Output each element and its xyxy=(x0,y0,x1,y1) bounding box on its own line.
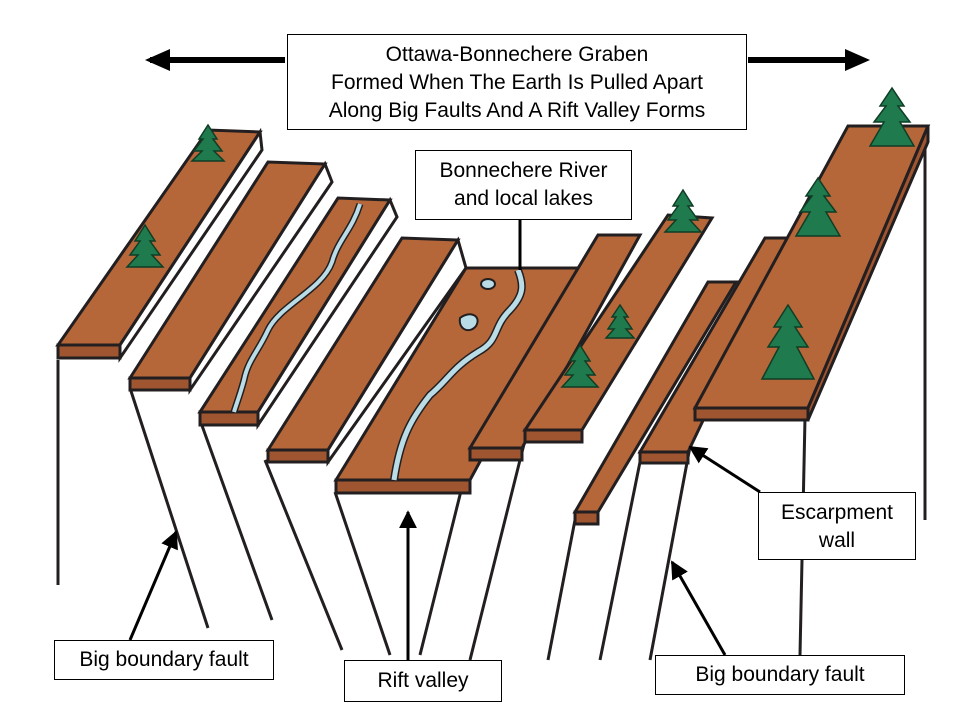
title-line-2: Formed When The Earth Is Pulled Apart xyxy=(331,71,703,94)
diagram-title: Ottawa-Bonnechere Graben Formed When The… xyxy=(287,34,747,130)
escarpment-label-line-2: wall xyxy=(818,529,856,552)
tree-icon xyxy=(604,303,636,339)
fault-block-right-shoulder xyxy=(692,124,931,422)
title-line-3: Along Big Faults And A Rift Valley Forms xyxy=(328,99,706,122)
left-fault-pointer xyxy=(128,530,178,641)
fault-block-3 xyxy=(197,196,399,430)
fault-lines xyxy=(56,138,927,661)
right-boundary-fault-label: Big boundary fault xyxy=(655,655,905,695)
tree-icon xyxy=(125,223,165,268)
escarpment-pointer xyxy=(688,445,761,494)
rift-valley-text: Rift valley xyxy=(377,669,469,692)
title-line-1: Ottawa-Bonnechere Graben xyxy=(385,43,649,66)
left-boundary-fault-label: Big boundary fault xyxy=(54,640,274,680)
tree-icon xyxy=(760,303,816,380)
pointer-arrows xyxy=(128,220,761,660)
river-label-line-2: and local lakes xyxy=(454,187,593,210)
right-fault-pointer xyxy=(670,560,727,656)
extension-arrows xyxy=(145,49,870,71)
left-boundary-fault-text: Big boundary fault xyxy=(79,648,249,671)
fault-block-right-3 xyxy=(572,280,739,526)
tree-icon xyxy=(663,188,703,233)
tree-icon xyxy=(190,123,226,162)
escarpment-label: Escarpment wall xyxy=(758,492,916,560)
river-label-line-1: Bonnechere River xyxy=(439,159,608,182)
fault-block-left-shoulder xyxy=(55,127,264,363)
rift-valley-floor xyxy=(333,266,588,495)
rift-valley-label: Rift valley xyxy=(344,660,502,702)
fault-block-4 xyxy=(265,236,468,467)
right-boundary-fault-text: Big boundary fault xyxy=(695,663,865,686)
escarpment-label-line-1: Escarpment xyxy=(780,501,894,524)
tree-icon xyxy=(868,86,916,147)
lake-2 xyxy=(458,313,479,332)
left-arrowhead-icon xyxy=(145,49,170,71)
tree-icon xyxy=(794,176,842,237)
right-arrowhead-icon xyxy=(845,49,870,71)
fault-block-right-1 xyxy=(467,233,643,462)
lake-1 xyxy=(480,278,496,290)
trees xyxy=(125,86,916,388)
fault-block-2 xyxy=(127,160,334,395)
river-label: Bonnechere River and local lakes xyxy=(415,150,632,220)
tree-icon xyxy=(560,343,600,388)
